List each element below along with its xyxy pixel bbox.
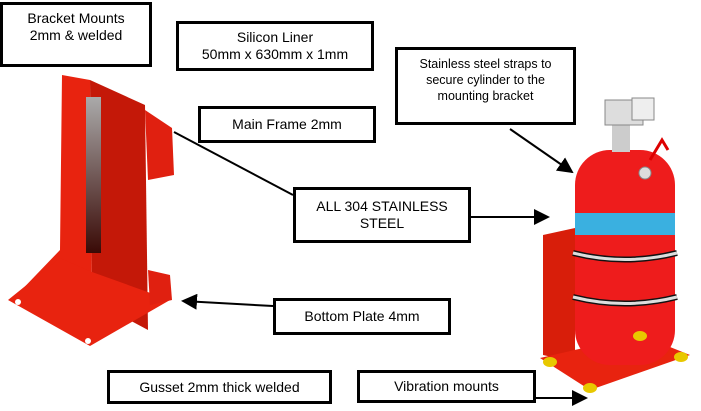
vibration-mount — [674, 352, 688, 362]
silicon-liner-strip — [86, 97, 101, 253]
main-frame-label: Main Frame 2mm — [198, 106, 376, 143]
label-line: 50mm x 630mm x 1mm — [201, 46, 349, 62]
label-line: ALL 304 STAINLESS — [316, 198, 448, 214]
cylinder-assembly-illustration — [540, 97, 690, 393]
label-line: Main Frame 2mm — [232, 116, 342, 132]
straps-label: Stainless steel straps to secure cylinde… — [395, 47, 576, 125]
label-line: Gusset 2mm thick welded — [139, 378, 300, 395]
bottom-plate-label: Bottom Plate 4mm — [273, 298, 451, 335]
silicon-liner-label: Silicon Liner 50mm x 630mm x 1mm — [176, 21, 374, 71]
main-frame-leader-line — [173, 131, 294, 196]
vibration-mounts-label: Vibration mounts — [357, 370, 536, 403]
label-line: Bracket Mounts — [27, 10, 125, 26]
gusset-label: Gusset 2mm thick welded — [107, 370, 332, 404]
vibration-mount — [633, 331, 647, 341]
label-line: Vibration mounts — [394, 378, 499, 394]
vibration-mount — [583, 383, 597, 393]
straps-arrow — [509, 128, 574, 174]
label-line: 2mm & welded — [29, 27, 123, 43]
label-line: secure cylinder to the — [426, 73, 545, 87]
material-label: ALL 304 STAINLESS STEEL — [293, 187, 471, 243]
label-line: STEEL — [359, 215, 405, 231]
mounting-bracket-illustration — [8, 75, 174, 346]
label-line: Bottom Plate 4mm — [304, 308, 420, 324]
label-line: Stainless steel straps to — [419, 57, 552, 71]
label-line: Silicon Liner — [236, 29, 314, 45]
bracket-mounts-label: Bracket Mounts 2mm & welded — [0, 2, 152, 67]
bottom-plate-arrow — [181, 293, 274, 310]
vibration-mount — [543, 357, 557, 367]
label-line: mounting bracket — [437, 89, 534, 103]
